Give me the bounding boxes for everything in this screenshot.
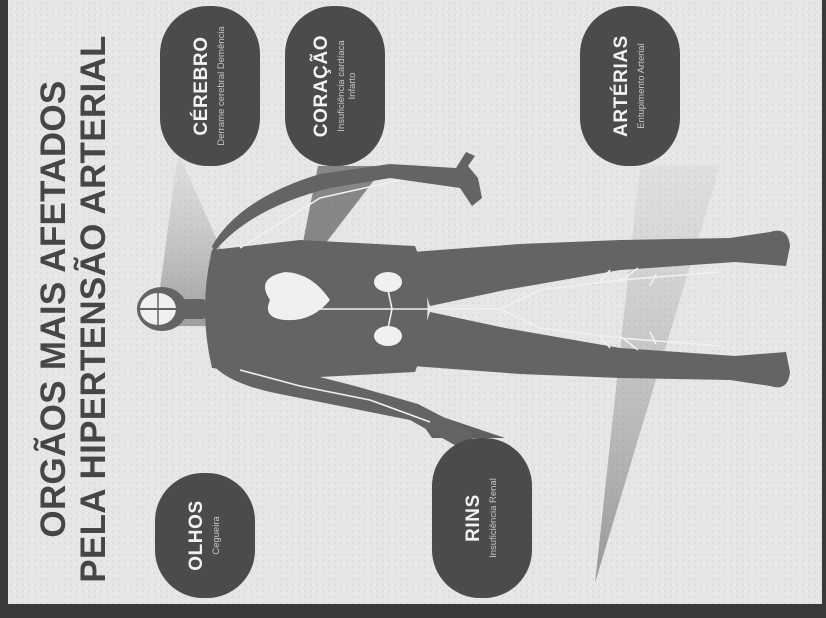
callout-arterias: ARTÉRIAS Entupimento Arterial bbox=[580, 6, 680, 166]
callout-arterias-desc: Entupimento Arterial bbox=[636, 43, 647, 129]
callout-olhos: OLHOS Cegueira bbox=[155, 473, 255, 598]
callout-olhos-desc: Cegueira bbox=[211, 516, 222, 555]
left-arm bbox=[214, 366, 474, 452]
callout-cerebro-title: CÉREBRO bbox=[192, 36, 213, 135]
neck bbox=[182, 299, 206, 319]
callout-arterias-title: ARTÉRIAS bbox=[612, 35, 633, 137]
callout-rins-desc: Insuficiência Renal bbox=[488, 478, 499, 558]
left-leg bbox=[412, 312, 790, 387]
callout-rins: RINS Insuficiência Renal bbox=[432, 438, 532, 598]
right-leg bbox=[412, 231, 790, 306]
callout-rins-title: RINS bbox=[464, 494, 485, 542]
callout-coracao: CORAÇÃO Insuficiência cardíaca Infarto bbox=[285, 6, 385, 166]
callout-cerebro-desc: Derrame cerebral Demência bbox=[216, 26, 227, 145]
brain bbox=[140, 293, 176, 325]
callout-cerebro: CÉREBRO Derrame cerebral Demência bbox=[160, 6, 260, 166]
callout-coracao-desc: Insuficiência cardíaca Infarto bbox=[336, 26, 359, 146]
callout-coracao-title: CORAÇÃO bbox=[312, 35, 333, 137]
callout-olhos-title: OLHOS bbox=[187, 500, 208, 571]
